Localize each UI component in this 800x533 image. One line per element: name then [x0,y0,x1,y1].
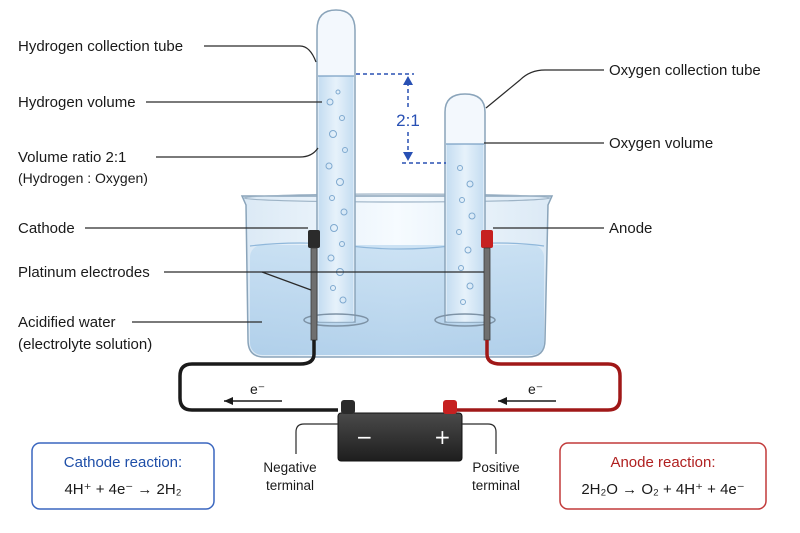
electron-flow-left: e⁻ [224,381,282,405]
cathode-reaction-title: Cathode reaction: [64,454,182,471]
label-acidified-water-sub: (electrolyte solution) [18,336,152,353]
positive-terminal-label-1: Positive [472,460,519,475]
electron-label-left: e⁻ [250,381,265,397]
oxygen-collection-tube [434,93,496,327]
positive-terminal-label-2: terminal [472,478,520,493]
anode-wire [456,340,622,412]
label-platinum-electrodes: Platinum electrodes [18,264,150,281]
cathode-reaction-equation: 4H⁺ + 4e⁻ → 2H₂ [64,481,181,498]
electron-flow-right: e⁻ [498,381,556,405]
oxygen-bubbles [456,165,476,305]
positive-post [443,400,457,414]
label-acidified-water: Acidified water [18,314,116,331]
positive-sign: + [434,425,451,449]
negative-terminal-label-1: Negative [263,460,316,475]
negative-terminal-label-2: terminal [266,478,314,493]
label-cathode: Cathode [18,220,75,237]
beaker [240,193,554,358]
anode-reaction-title: Anode reaction: [610,454,715,471]
oxygen-volume [446,144,484,322]
hydrogen-collection-tube [303,9,369,327]
cathode-wire [178,340,338,412]
label-anode: Anode [609,220,652,237]
label-oxygen-volume: Oxygen volume [609,135,713,152]
label-oxygen-tube: Oxygen collection tube [609,62,761,79]
anode-reaction-box: Anode reaction: 2H₂O → O₂ + 4H⁺ + 4e⁻ [559,442,767,510]
label-hydrogen-tube: Hydrogen collection tube [18,38,183,55]
anode-reaction-equation: 2H₂O → O₂ + 4H⁺ + 4e⁻ [581,481,744,498]
acidified-water [250,245,544,355]
ratio-marker-text: 2:1 [396,111,420,130]
battery: − + [337,400,463,462]
cathode-reaction-box: Cathode reaction: 4H⁺ + 4e⁻ → 2H₂ [31,442,215,510]
hydrogen-volume [318,76,354,322]
label-volume-ratio-sub: (Hydrogen : Oxygen) [18,170,148,186]
electron-label-right: e⁻ [528,381,543,397]
negative-sign: − [356,425,373,449]
label-hydrogen-volume: Hydrogen volume [18,94,136,111]
negative-post [341,400,355,414]
ratio-marker: 2:1 [356,73,446,164]
label-volume-ratio: Volume ratio 2:1 [18,149,126,166]
